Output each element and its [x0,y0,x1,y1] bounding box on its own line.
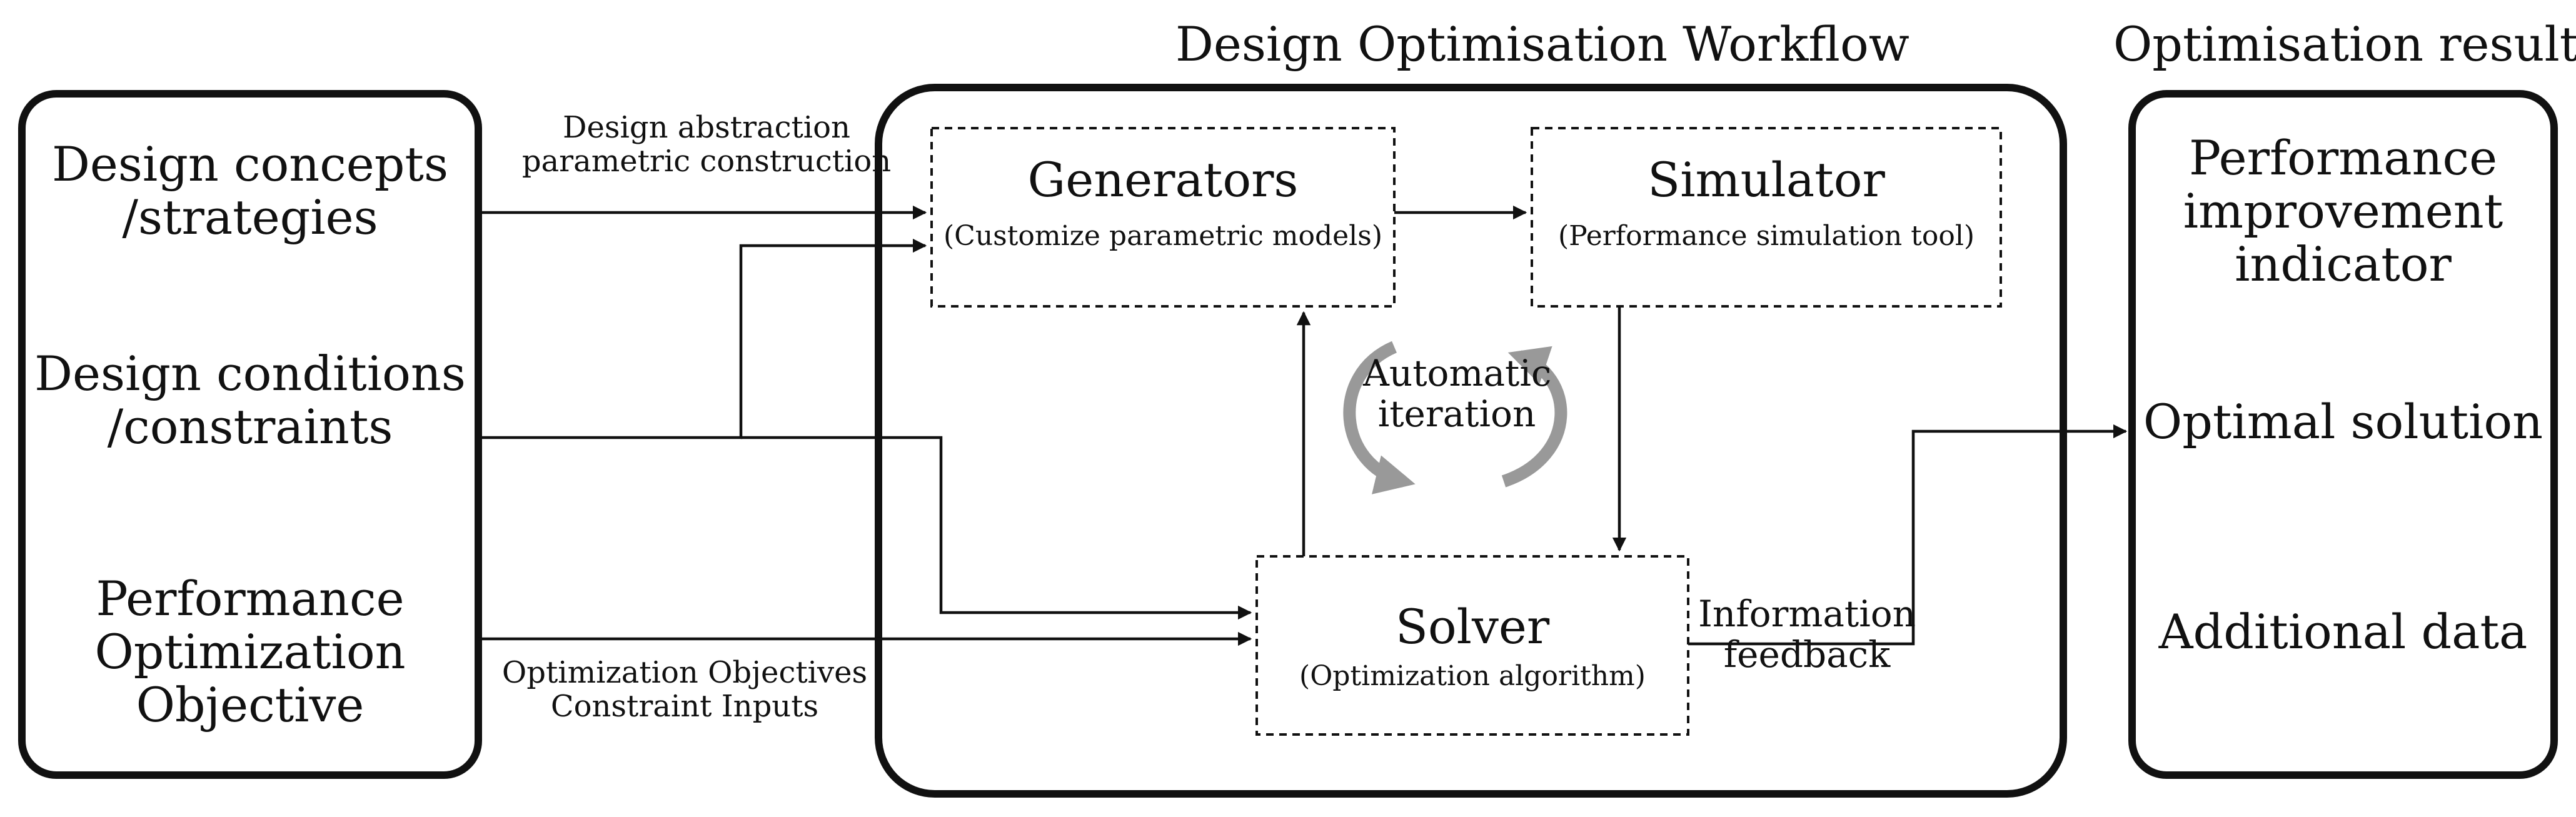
result-additional-data: Additional data [2158,604,2528,659]
iteration-arrow-left-icon [1343,341,1416,494]
solver-subtitle: (Optimization algorithm) [1299,660,1646,692]
results-box [2128,90,2558,779]
simulator-box [1531,127,2002,308]
iteration-arrow-right-icon [1501,346,1567,488]
arrow-conditions-to-generators [478,238,927,439]
simulator-title: Simulator [1648,152,1885,208]
iteration-arrows [1343,341,1567,494]
result-optimal-solution: Optimal solution [2143,394,2543,449]
generators-box [930,127,1396,308]
input-concepts: Design concepts/strategies [52,136,448,246]
solver-title: Solver [1395,599,1550,654]
arrow-solver-to-results [1688,424,2128,646]
workflow-box [875,84,2067,798]
inputs-box [18,90,482,779]
arrow-conditions-to-solver [741,436,1252,620]
connectors [478,205,2128,646]
solver-box [1255,555,1689,736]
generators-subtitle: (Customize parametric models) [943,220,1382,252]
simulator-subtitle: (Performance simulation tool) [1557,220,1975,252]
workflow-title: Design Optimisation Workflow [1175,16,1909,72]
generators-title: Generators [1027,152,1299,208]
results-title: Optimisation results [2113,16,2576,72]
input-conditions: Design conditions/constraints [34,346,466,455]
